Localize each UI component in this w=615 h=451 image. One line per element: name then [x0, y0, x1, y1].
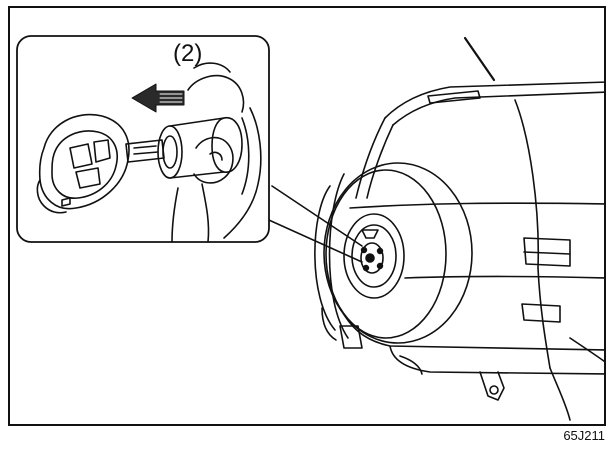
- vehicle-rear: [321, 36, 604, 421]
- spare-tire: [314, 162, 473, 344]
- pull-direction-arrow: [131, 83, 185, 113]
- tire-lock-point: [365, 253, 375, 263]
- hand: [171, 62, 262, 243]
- reflector: [521, 303, 561, 323]
- antenna: [463, 36, 496, 82]
- wheel-hub: [360, 242, 384, 274]
- tail-light: [523, 237, 571, 267]
- inset-box: [16, 35, 270, 243]
- callout-label: (2): [173, 40, 203, 67]
- key-blade: [125, 139, 165, 163]
- key-head: [36, 113, 130, 214]
- figure-frame: (2): [8, 6, 606, 426]
- hatch-edge: [355, 117, 386, 199]
- wheel-rim: [343, 213, 405, 299]
- callout-leader: [259, 185, 363, 263]
- brake-light: [427, 90, 481, 104]
- rear-roof: [384, 81, 604, 119]
- detail-inset: [16, 35, 270, 243]
- figure-code: 65J211: [563, 428, 605, 443]
- illustration: [16, 35, 604, 421]
